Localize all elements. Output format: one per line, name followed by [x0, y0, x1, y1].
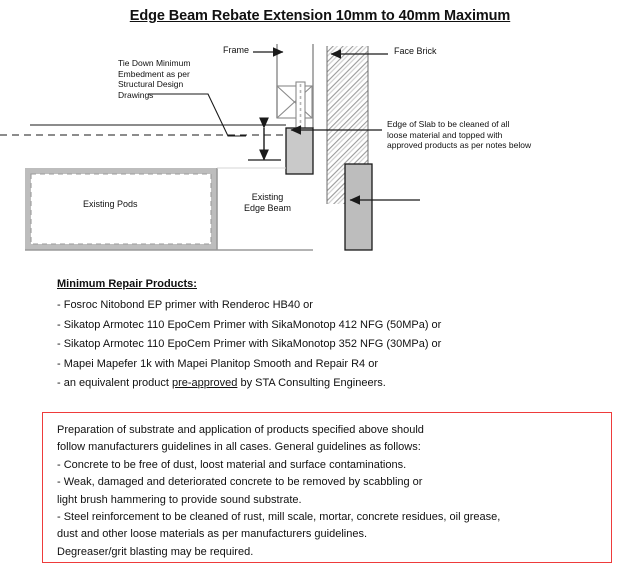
label-frame: Frame: [223, 45, 250, 55]
note-line: follow manufacturers guidelines in all c…: [57, 441, 421, 454]
product-item-text-pre: - an equivalent product: [57, 377, 172, 389]
note-line: light brush hammering to provide sound s…: [57, 493, 302, 506]
embedment-dimension: [248, 117, 281, 161]
repair-products-list: - Fosroc Nitobond EP primer with Rendero…: [57, 296, 617, 394]
preparation-notes-content: Preparation of substrate and application…: [43, 413, 611, 561]
product-item: - Sikatop Armotec 110 EpoCem Primer with…: [57, 318, 442, 331]
note-line: - Steel reinforcement to be cleaned of r…: [57, 511, 501, 524]
repair-products-heading: Minimum Repair Products:: [57, 278, 197, 290]
slab-lines: [0, 124, 286, 136]
product-item: - an equivalent product pre-approved by …: [57, 374, 617, 394]
label-existing-pods: Existing Pods: [83, 199, 138, 209]
repair-products-section: Minimum Repair Products: - Fosroc Nitobo…: [57, 278, 617, 394]
note-line: - Weak, damaged and deteriorated concret…: [57, 476, 423, 489]
label-existing-edge-beam: Existing Edge Beam: [244, 192, 292, 213]
product-item: - Fosroc Nitobond EP primer with Rendero…: [57, 299, 313, 311]
label-face-brick: Face Brick: [394, 46, 437, 56]
page-title: Edge Beam Rebate Extension 10mm to 40mm …: [129, 8, 511, 24]
drawing-canvas: [0, 44, 420, 251]
tie-down-leader: [148, 93, 246, 137]
note-line: Degreaser/grit blasting may be required.: [57, 545, 254, 558]
frame-bracket: [276, 85, 313, 119]
note-line: dust and other loose materials as per ma…: [57, 528, 368, 541]
rebate-block: [285, 127, 314, 175]
edge-beam-face: [344, 163, 373, 251]
section-drawing: Frame Face Brick Tie Down Minimum Embedm…: [0, 32, 640, 272]
label-tie-down: Tie Down Minimum Embedment as per Struct…: [118, 58, 191, 100]
product-item: - Mapei Mapefer 1k with Mapei Planitop S…: [57, 357, 378, 370]
existing-pods-block: [25, 168, 217, 250]
product-item: - Sikatop Armotec 110 EpoCem Primer with…: [57, 338, 442, 350]
edge-beam-outline: [25, 167, 313, 251]
note-line: - Concrete to be free of dust, loost mat…: [57, 458, 407, 471]
preparation-notes-box: Preparation of substrate and application…: [42, 412, 612, 563]
pre-approved-emphasis: pre-approved: [171, 377, 238, 389]
label-edge-of-slab: Edge of Slab to be cleaned of all loose …: [387, 119, 532, 150]
note-line: Preparation of substrate and application…: [57, 424, 424, 436]
product-item-text-post: by STA Consulting Engineers.: [237, 377, 386, 389]
